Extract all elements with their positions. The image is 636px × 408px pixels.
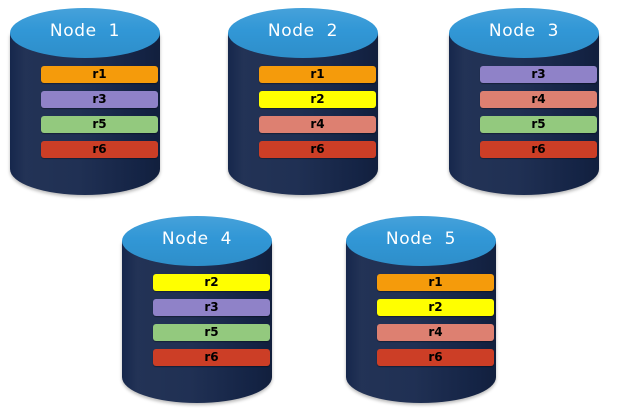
replica-bar-r1[interactable]: r1	[41, 66, 158, 83]
replica-bar-r5[interactable]: r5	[153, 324, 270, 341]
cylinder-body	[449, 33, 599, 195]
replica-list: r2 r3 r5 r6	[153, 274, 270, 366]
node-label: Node 3	[488, 21, 560, 41]
replica-list: r1 r3 r5 r6	[41, 66, 158, 158]
cylinder-top-ellipse	[10, 8, 160, 58]
database-node-3[interactable]: Node 3 r3 r4 r5 r6	[449, 8, 599, 195]
cylinder-body	[10, 33, 160, 195]
replica-bar-r4[interactable]: r4	[480, 91, 597, 108]
cylinder-top-ellipse	[346, 216, 496, 266]
replica-bar-r6[interactable]: r6	[377, 349, 494, 366]
replica-bar-r5[interactable]: r5	[480, 116, 597, 133]
cylinder-top-ellipse	[122, 216, 272, 266]
replica-bar-r5[interactable]: r5	[41, 116, 158, 133]
database-node-4[interactable]: Node 4 r2 r3 r5 r6	[122, 216, 272, 403]
replica-bar-r3[interactable]: r3	[41, 91, 158, 108]
replica-bar-r4[interactable]: r4	[259, 116, 376, 133]
replica-list: r1 r2 r4 r6	[259, 66, 376, 158]
replica-bar-r1[interactable]: r1	[259, 66, 376, 83]
replica-bar-r1[interactable]: r1	[377, 274, 494, 291]
replica-list: r3 r4 r5 r6	[480, 66, 597, 158]
cylinder-body	[346, 241, 496, 403]
replica-bar-r3[interactable]: r3	[480, 66, 597, 83]
replica-bar-r3[interactable]: r3	[153, 299, 270, 316]
replica-bar-r6[interactable]: r6	[259, 141, 376, 158]
replica-bar-r6[interactable]: r6	[480, 141, 597, 158]
node-label: Node 4	[161, 229, 233, 249]
cylinder-body	[122, 241, 272, 403]
database-node-5[interactable]: Node 5 r1 r2 r4 r6	[346, 216, 496, 403]
cylinder-body	[228, 33, 378, 195]
cylinder-top-ellipse	[228, 8, 378, 58]
database-node-1[interactable]: Node 1 r1 r3 r5 r6	[10, 8, 160, 195]
cylinder-top-ellipse	[449, 8, 599, 58]
node-label: Node 2	[267, 21, 339, 41]
replica-bar-r2[interactable]: r2	[153, 274, 270, 291]
replica-bar-r6[interactable]: r6	[153, 349, 270, 366]
replica-bar-r6[interactable]: r6	[41, 141, 158, 158]
node-label: Node 5	[385, 229, 457, 249]
replica-bar-r2[interactable]: r2	[377, 299, 494, 316]
replica-bar-r2[interactable]: r2	[259, 91, 376, 108]
replica-bar-r4[interactable]: r4	[377, 324, 494, 341]
database-node-2[interactable]: Node 2 r1 r2 r4 r6	[228, 8, 378, 195]
replica-list: r1 r2 r4 r6	[377, 274, 494, 366]
node-label: Node 1	[49, 21, 121, 41]
